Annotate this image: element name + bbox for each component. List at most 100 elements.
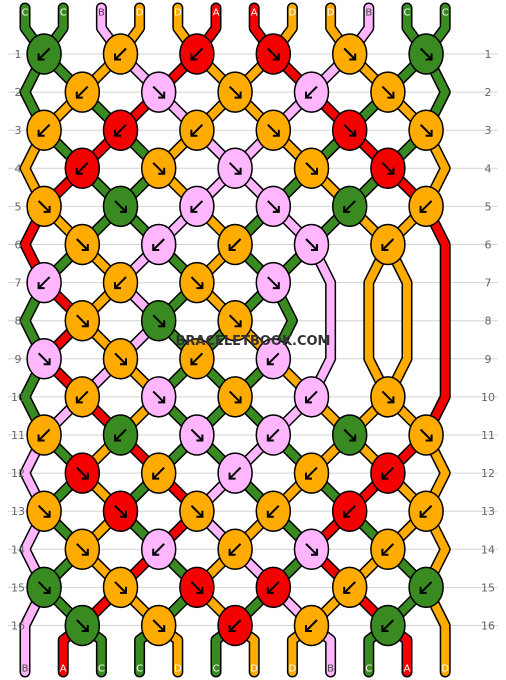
knot [26,33,62,75]
strand-label-bottom: C [98,664,105,675]
knot [26,566,62,609]
strand-label-bottom: C [365,664,372,675]
row-label-right: 5 [485,200,492,213]
knot [26,185,62,228]
arrow-down-left-icon [305,390,318,404]
knot [255,338,292,380]
knot [370,452,406,494]
knot [140,223,177,266]
knot [26,490,62,532]
arrow-down-left-icon [343,200,356,213]
row-label-left: 13 [11,505,25,518]
arrow-down-left-icon [190,352,204,366]
arrow-down-right-icon [152,85,166,99]
knot [26,414,62,456]
arrow-down-left-icon [75,390,89,404]
strand-label-bottom: B [22,664,29,675]
strand-label-bottom: D [250,664,258,675]
strand-label-bottom: C [136,664,143,675]
knot [370,604,406,647]
arrow-down-left-icon [114,428,127,442]
strand-label-top: D [174,8,182,19]
arrow-down-right-icon [152,390,166,404]
knot [293,452,330,494]
strand-label-bottom: D [174,664,182,675]
arrow-down-left-icon [419,504,433,518]
strand-label-top: C [442,8,449,19]
knot [64,299,101,342]
row-label-left: 1 [15,48,22,61]
arrow-down-left-icon [343,581,356,594]
knot [217,452,253,494]
knot [370,528,406,571]
arrow-down-right-icon [267,47,280,61]
knot [26,109,62,151]
knot [331,490,368,532]
arrow-down-right-icon [305,162,318,175]
knot [179,261,215,304]
arrow-down-left-icon [381,619,395,632]
arrow-down-right-icon [37,352,51,366]
arrow-down-left-icon [305,85,318,99]
arrow-down-left-icon [266,352,280,366]
arrow-down-left-icon [228,543,242,556]
strand-label-top: B [365,8,372,19]
knot [370,71,406,113]
knot [217,604,253,647]
arrow-down-right-icon [343,47,357,61]
row-label-right: 9 [485,353,492,366]
arrow-down-right-icon [190,504,204,518]
knot [255,185,292,228]
row-label-left: 10 [11,391,25,404]
knot [331,185,368,228]
arrow-down-left-icon [228,466,242,480]
knot [370,147,406,190]
arrow-down-left-icon [75,162,89,175]
knot [26,261,62,304]
strand-label-top: A [251,8,258,19]
knot [331,109,368,151]
arrow-down-left-icon [114,47,127,61]
arrow-down-right-icon [152,162,166,175]
arrow-down-right-icon [114,504,127,518]
arrow-down-right-icon [190,276,204,290]
strand-label-top: A [213,8,220,19]
knot [331,414,368,456]
arrow-down-left-icon [266,428,280,442]
arrow-down-right-icon [37,504,51,518]
arrow-down-right-icon [76,543,89,556]
knot [217,528,253,571]
row-label-right: 13 [481,505,495,518]
row-label-left: 3 [15,124,22,137]
arrow-down-left-icon [228,238,242,251]
arrow-down-left-icon [381,238,395,251]
arrow-down-left-icon [305,466,318,480]
knot [102,338,139,380]
knot [140,528,177,571]
arrow-down-right-icon [381,85,395,99]
arrow-down-right-icon [228,162,242,175]
arrow-down-left-icon [305,619,318,632]
strand-label-bottom: D [289,664,297,675]
knot [179,185,215,228]
watermark: BRACELETBOOK.COM [176,334,331,349]
knot [255,33,292,75]
knot [64,528,101,571]
arrow-down-left-icon [190,200,204,213]
knot [64,376,101,418]
row-label-right: 15 [481,581,495,594]
arrow-down-right-icon [76,314,89,328]
knot [102,109,139,151]
arrow-down-left-icon [419,581,433,594]
knot [26,338,62,380]
knot [102,185,139,228]
row-label-left: 7 [15,277,22,290]
strand-label-bottom: B [327,664,334,675]
arrow-down-right-icon [267,123,280,137]
strand-label-top: D [289,8,297,19]
arrow-down-right-icon [190,428,204,442]
arrow-down-left-icon [114,276,127,290]
arrow-down-right-icon [419,123,433,137]
